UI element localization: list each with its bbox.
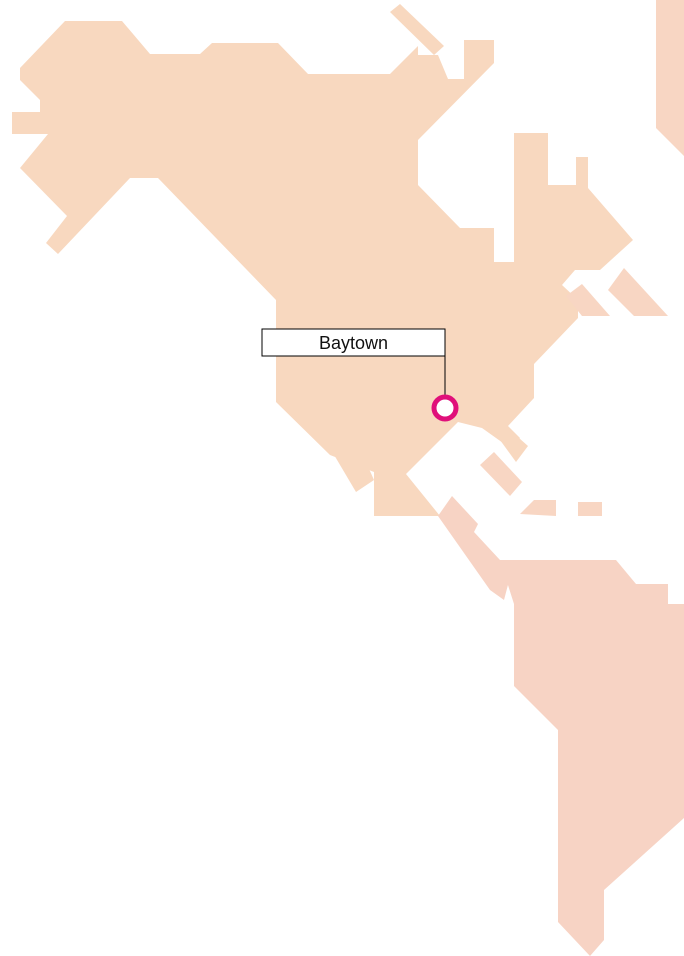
location-label: Baytown — [319, 333, 388, 353]
baja-california — [330, 438, 374, 492]
location-ring-marker-icon[interactable] — [431, 394, 459, 422]
arctic-island — [390, 4, 444, 55]
florida-keys — [500, 430, 528, 462]
cuba — [480, 452, 522, 496]
central-america-isthmus — [438, 496, 514, 600]
greenland-edge — [656, 0, 684, 156]
callout-label-box — [261, 328, 446, 357]
location-ring-marker[interactable] — [431, 394, 459, 422]
south-america-mainland — [500, 560, 684, 956]
hispaniola — [520, 500, 556, 516]
newfoundland — [608, 268, 668, 316]
north-america-landmass — [12, 0, 684, 516]
puerto-rico — [578, 502, 602, 516]
north-america-mainland — [12, 21, 633, 516]
south-america-landmass — [438, 496, 684, 956]
location-callout[interactable]: Baytown — [261, 328, 446, 408]
nova-scotia — [566, 284, 610, 316]
